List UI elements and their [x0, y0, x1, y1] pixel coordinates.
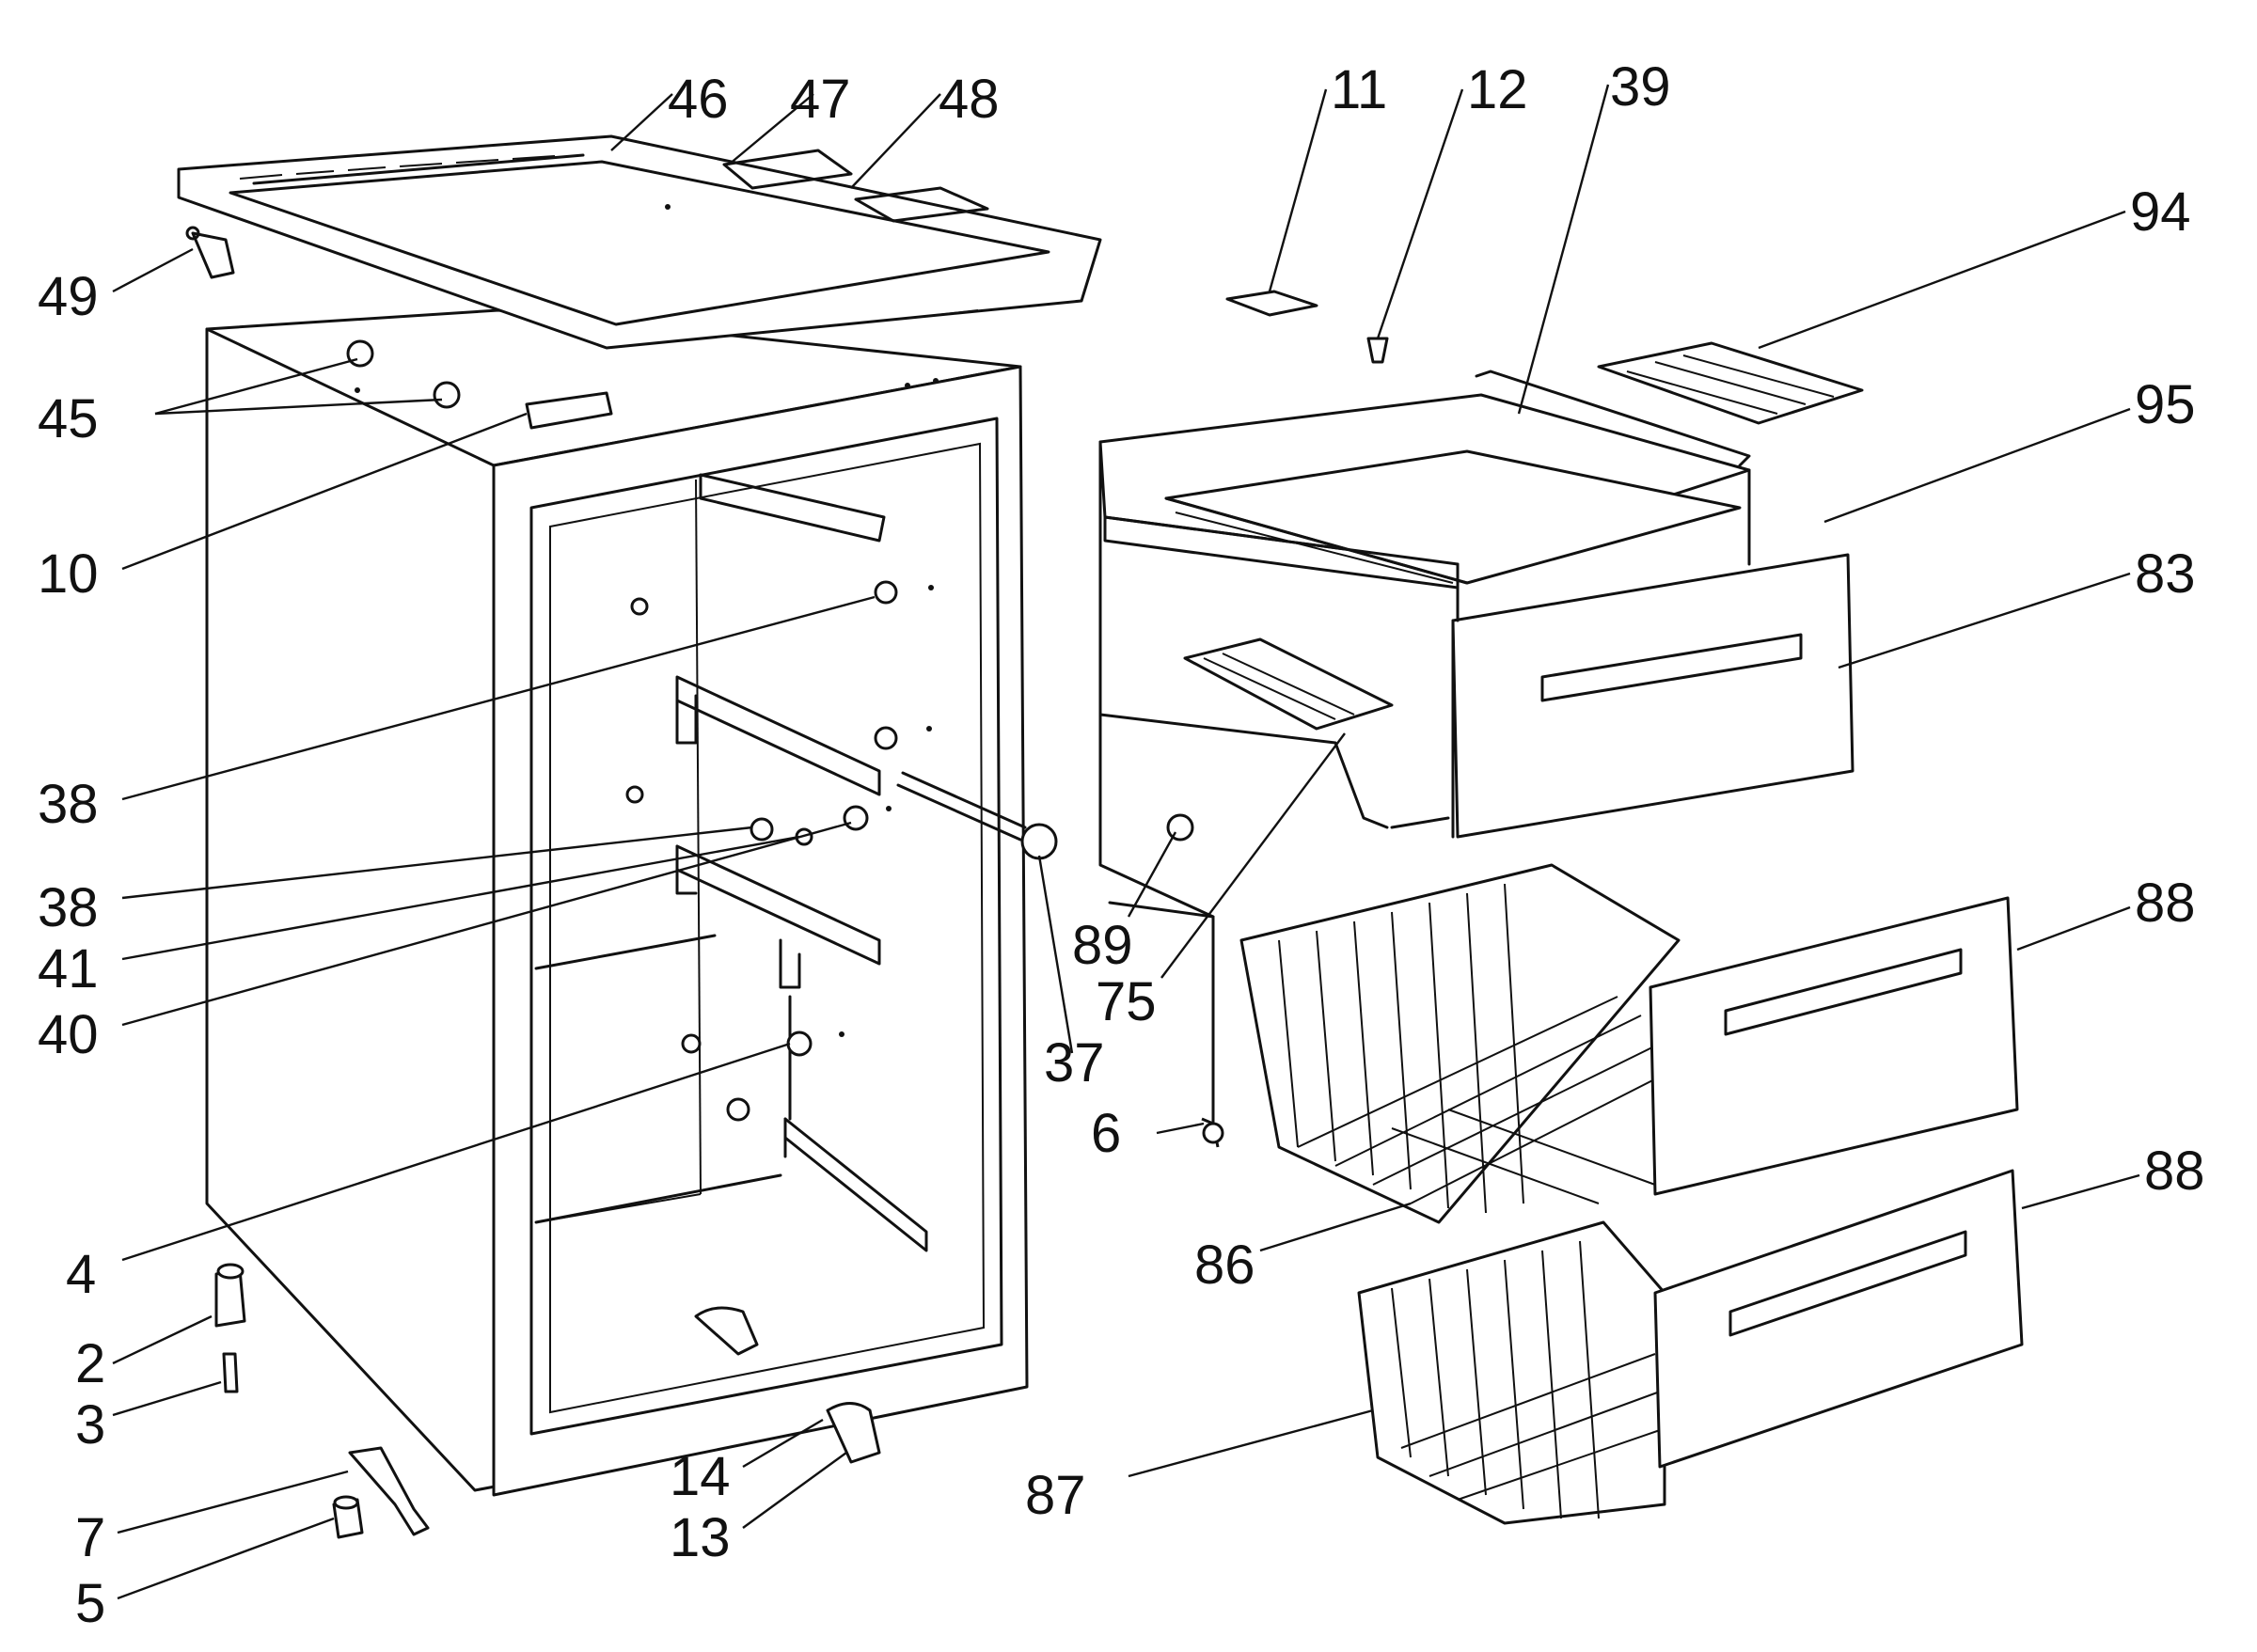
foot-5 — [332, 1495, 364, 1539]
label-95: 95 — [2135, 374, 2196, 435]
label-38-lower: 38 — [38, 877, 99, 938]
hinge-14-13 — [826, 1402, 881, 1464]
label-12: 12 — [1467, 59, 1528, 120]
ice-tray-94 — [1597, 341, 1864, 425]
drawer-front-88-upper — [1649, 896, 2019, 1196]
label-11: 11 — [1331, 59, 1387, 120]
label-10: 10 — [38, 543, 99, 605]
label-45: 45 — [38, 388, 99, 449]
hinge-7 — [348, 1446, 430, 1536]
label-41: 41 — [38, 938, 99, 999]
top-cover-panel — [177, 134, 1102, 350]
basket-87 — [1357, 1220, 1666, 1525]
label-2: 2 — [75, 1333, 105, 1394]
label-47: 47 — [790, 69, 851, 130]
foot-2 — [214, 1263, 246, 1328]
label-38-upper: 38 — [38, 774, 99, 835]
label-3: 3 — [75, 1394, 105, 1455]
pin-3 — [222, 1352, 239, 1393]
cabinet-body — [205, 308, 1058, 1497]
label-7: 7 — [75, 1507, 105, 1568]
label-94: 94 — [2130, 181, 2191, 243]
label-83: 83 — [2135, 543, 2196, 605]
basket-86 — [1239, 863, 1681, 1224]
label-5: 5 — [75, 1573, 105, 1634]
label-46: 46 — [668, 69, 729, 130]
label-13: 13 — [670, 1507, 731, 1568]
part-labels: 46 47 48 49 45 10 11 12 39 94 95 83 38 3… — [38, 56, 2205, 1634]
label-87: 87 — [1025, 1465, 1086, 1526]
label-37: 37 — [1044, 1032, 1105, 1093]
clip-11 — [1225, 290, 1318, 317]
label-88-upper: 88 — [2135, 873, 2196, 934]
label-49: 49 — [38, 266, 99, 327]
hinge-bracket-49 — [185, 226, 235, 279]
label-89: 89 — [1072, 915, 1133, 976]
label-14: 14 — [670, 1446, 731, 1507]
label-88-lower: 88 — [2144, 1141, 2205, 1202]
label-86: 86 — [1194, 1235, 1255, 1296]
leader-lines — [112, 84, 2140, 1600]
label-6: 6 — [1091, 1103, 1121, 1164]
label-75: 75 — [1096, 971, 1157, 1032]
freezer-compartment — [1098, 370, 1855, 1148]
drawer-front-88-lower — [1653, 1169, 2024, 1469]
label-39: 39 — [1610, 56, 1671, 118]
label-48: 48 — [939, 69, 1000, 130]
label-4: 4 — [66, 1244, 96, 1305]
label-40: 40 — [38, 1004, 99, 1065]
screw-12 — [1366, 337, 1389, 364]
